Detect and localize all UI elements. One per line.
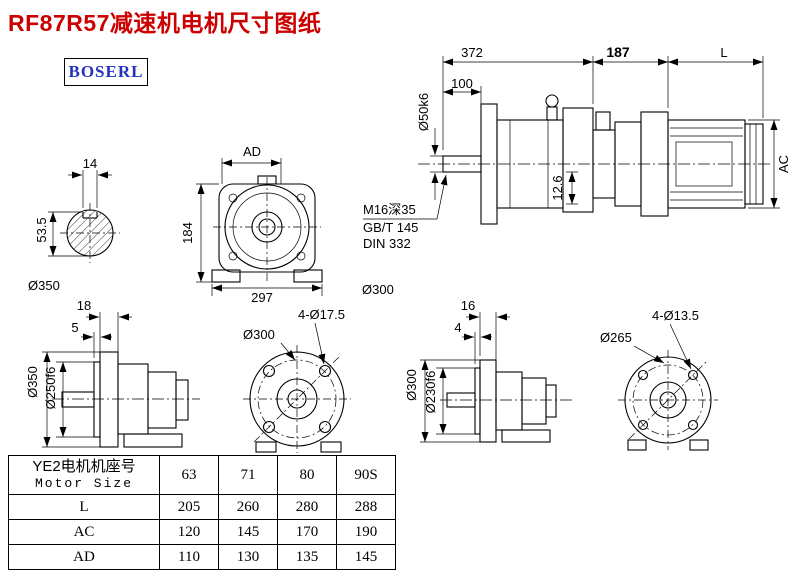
key-height-label: 53.5 [34, 217, 49, 242]
small-flange-front-view: 4-Ø13.5 Ø265 [600, 308, 718, 451]
shaft-diameter-label: Ø50k6 [416, 93, 431, 131]
column-80: 80 [277, 455, 337, 495]
shaft-cross-section: 14 53.5 Ø350 [28, 156, 120, 293]
dim-4-label: 4 [454, 320, 461, 335]
row-label-AC: AC [8, 519, 160, 545]
dim-300-small-label: Ø300 [404, 369, 419, 401]
gbt-standard-note: GB/T 145 [363, 220, 418, 235]
dim-187-label: 187 [606, 44, 630, 60]
column-63: 63 [159, 455, 219, 495]
value-AC-63: 120 [159, 519, 219, 545]
gearbox-front-view: AD 184 297 Ø300 [180, 144, 394, 305]
lifting-eyebolt [545, 94, 559, 108]
value-AD-63: 110 [159, 544, 219, 570]
big-flange-holes-label: 4-Ø17.5 [298, 307, 345, 322]
dim-L-label: L [720, 45, 727, 60]
table-row-AD: AD 110 130 135 145 [8, 544, 396, 570]
dim-372-label: 372 [461, 45, 483, 60]
boserl-logo: BOSERL [64, 58, 148, 86]
value-L-63: 205 [159, 494, 219, 520]
small-flange-bc-label: Ø265 [600, 330, 632, 345]
dim-184-label: 184 [180, 222, 195, 244]
dim-18-label: 18 [77, 298, 91, 313]
fan-cover [744, 123, 764, 205]
column-90s: 90S [336, 455, 396, 495]
dim-5-label: 5 [71, 320, 78, 335]
dim-AD-label: AD [243, 144, 261, 159]
dim-16-label: 16 [461, 298, 475, 313]
dim-126-label: 12.6 [550, 175, 565, 200]
key-width-label: 14 [83, 156, 97, 171]
value-L-80: 280 [277, 494, 337, 520]
boserl-logo-text: BOSERL [68, 62, 144, 81]
assembly-side-view: 372 187 L 100 Ø50k6 12.6 AC M16深35 GB/T … [363, 44, 791, 251]
page-title: RF87R57减速机电机尺寸图纸 [8, 10, 322, 36]
table-row-L: L 205 260 280 288 [8, 494, 396, 520]
big-flange-bc-label: Ø300 [243, 327, 275, 342]
value-AD-90s: 145 [336, 544, 396, 570]
dim-350-label: Ø350 [25, 366, 40, 398]
value-AC-71: 145 [218, 519, 278, 545]
din-standard-note: DIN 332 [363, 236, 411, 251]
value-L-71: 260 [218, 494, 278, 520]
tap-hole-note: M16深35 [363, 202, 416, 217]
header-label-cell: YE2电机机座号 Motor Size [8, 455, 160, 495]
table-header-row: YE2电机机座号 Motor Size 63 71 80 90S [8, 455, 396, 495]
dim-100-label: 100 [451, 76, 473, 91]
dim-AC-label: AC [776, 155, 791, 173]
motor-size-table: YE2电机机座号 Motor Size 63 71 80 90S L 205 2… [8, 455, 396, 570]
row-label-AD: AD [8, 544, 160, 570]
big-flange-side-view: 18 5 Ø350 Ø250f6 [25, 298, 200, 448]
dim-297-label: 297 [251, 290, 273, 305]
table-row-AC: AC 120 145 170 190 [8, 519, 396, 545]
flange-350-label: Ø350 [28, 278, 60, 293]
header-cn: YE2电机机座号 [32, 458, 136, 475]
value-L-90s: 288 [336, 494, 396, 520]
row-label-L: L [8, 494, 160, 520]
dim-250-label: Ø250f6 [43, 367, 58, 410]
value-AC-90s: 190 [336, 519, 396, 545]
column-71: 71 [218, 455, 278, 495]
small-flange-side-view: 16 4 Ø300 Ø230f6 [404, 298, 575, 443]
header-en: Motor Size [34, 476, 133, 491]
big-flange-front-view: 4-Ø17.5 Ø300 [243, 307, 351, 453]
dim-230-label: Ø230f6 [423, 371, 438, 414]
value-AD-80: 135 [277, 544, 337, 570]
value-AD-71: 130 [218, 544, 278, 570]
dim-300-mid-label: Ø300 [362, 282, 394, 297]
small-flange-holes-label: 4-Ø13.5 [652, 308, 699, 323]
value-AC-80: 170 [277, 519, 337, 545]
